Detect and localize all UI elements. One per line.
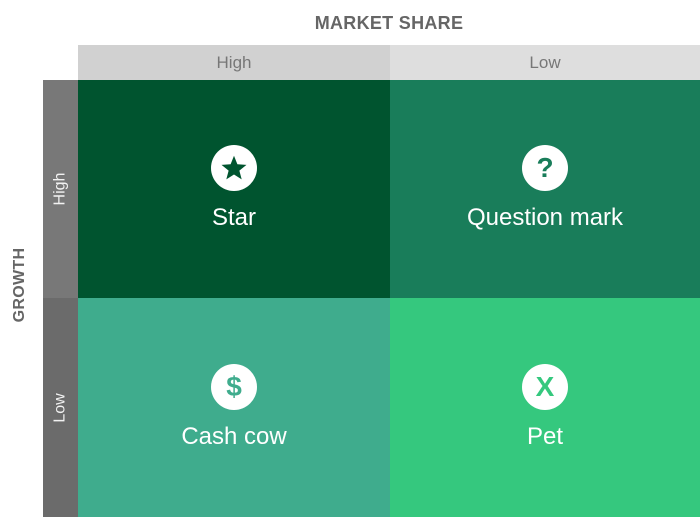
- x-glyph: X: [535, 370, 555, 402]
- column-header-high: High: [78, 45, 390, 80]
- quadrant-pet: X Pet: [390, 298, 700, 517]
- quadrant-star-label: Star: [211, 204, 256, 231]
- dollar-icon: $: [211, 363, 257, 410]
- dollar-glyph: $: [226, 370, 242, 402]
- star-icon: [211, 145, 257, 191]
- x-icon: X: [522, 363, 568, 410]
- column-header-low: Low: [390, 45, 700, 80]
- question-mark-glyph: ?: [536, 152, 554, 183]
- growth-axis-title: GROWTH: [11, 247, 28, 323]
- question-mark-icon: ?: [522, 145, 568, 191]
- quadrant-question-mark: ? Question mark: [390, 80, 700, 298]
- quadrant-cash-cow: $ Cash cow: [78, 298, 390, 517]
- row-header-high-label: High: [51, 172, 69, 206]
- row-header-low: Low: [43, 298, 78, 517]
- quadrant-star: Star: [78, 80, 390, 298]
- quadrant-question-mark-label: Question mark: [466, 204, 624, 231]
- market-share-axis-title: MARKET SHARE: [314, 13, 464, 33]
- quadrant-cash-cow-label: Cash cow: [181, 422, 287, 450]
- row-header-low-label: Low: [51, 392, 69, 423]
- row-header-high: High: [43, 80, 78, 298]
- quadrant-pet-label: Pet: [526, 422, 564, 450]
